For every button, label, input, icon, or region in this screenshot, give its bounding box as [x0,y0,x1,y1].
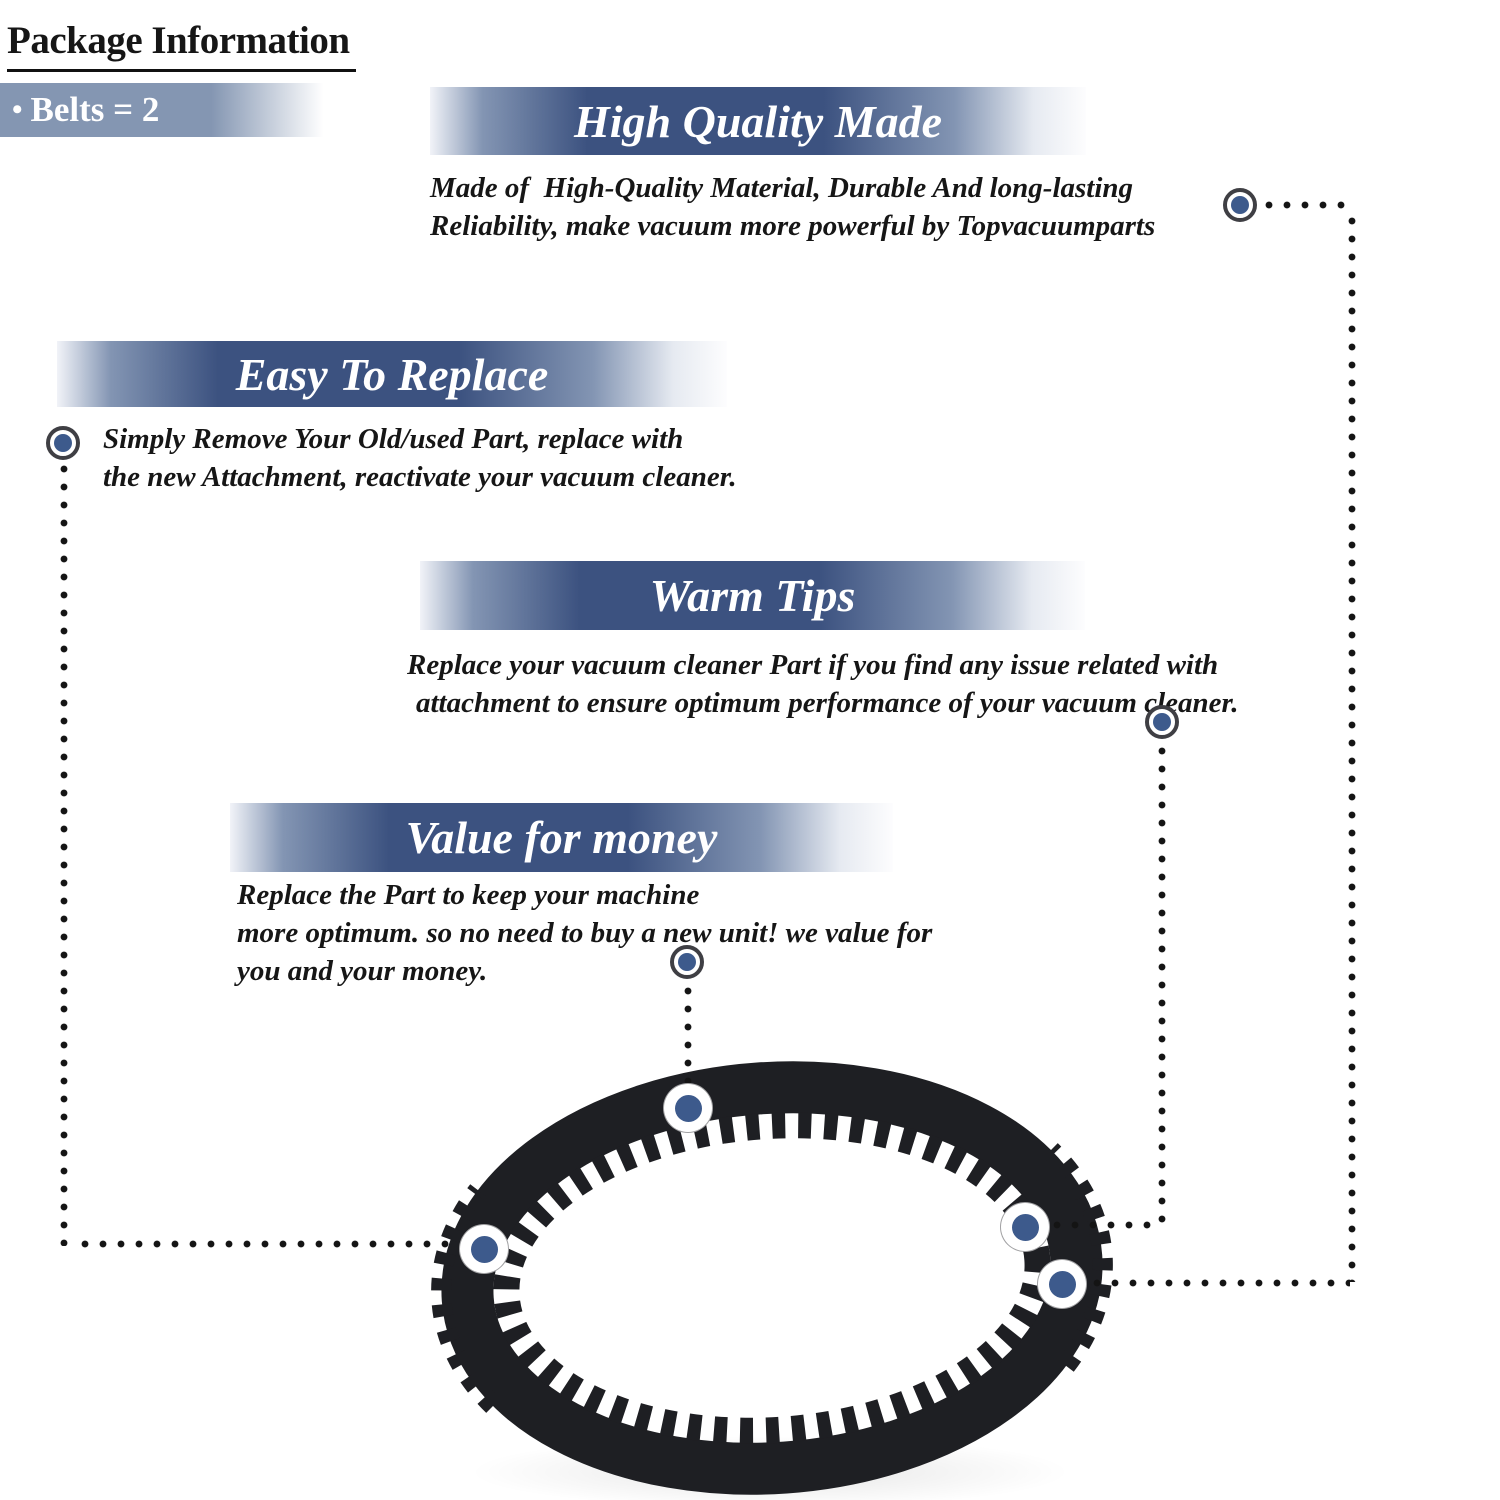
high-quality-heading: High Quality Made [573,95,943,147]
dotted-line-hq-horizontal-top [1260,201,1352,209]
easy-replace-banner: Easy To Replace [57,341,727,407]
warm-tips-callout-marker [1145,705,1179,739]
high-quality-banner: High Quality Made [430,87,1086,155]
dotted-line-easy-vertical [60,460,68,1246]
high-quality-text-line-1: Made of High-Quality Material, Durable A… [430,172,1134,204]
belt-marker-right-upper [1000,1202,1050,1252]
marker-core [1011,1213,1039,1241]
value-money-text-line-2: more optimum. so no need to buy a new un… [237,917,933,949]
belt-ring [431,1061,1113,1495]
dotted-line-easy-horizontal [76,1240,460,1248]
belts-count-label: Belts = 2 [30,90,160,129]
belt-marker-right-lower [1037,1259,1087,1309]
dotted-line-warm-horizontal [1048,1221,1160,1229]
warm-tips-text-line-1: Replace your vacuum cleaner Part if you … [407,649,1219,681]
marker-core [1231,196,1249,214]
easy-replace-text-line-2: the new Attachment, reactivate your vacu… [103,461,737,493]
value-money-callout-marker [670,945,704,979]
dotted-line-value-vertical [684,982,692,1086]
belts-count-banner: • Belts = 2 [0,83,330,137]
marker-core [1048,1270,1076,1298]
value-money-text-line-1: Replace the Part to keep your machine [237,879,700,911]
warm-tips-banner: Warm Tips [420,561,1085,630]
page-title: Package Information [7,18,356,72]
marker-core [470,1235,498,1263]
marker-core [674,1094,702,1122]
value-money-heading: Value for money [405,812,718,863]
belt-marker-top [663,1083,713,1133]
value-money-banner: Value for money [230,803,893,872]
easy-replace-text-line-1: Simply Remove Your Old/used Part, replac… [103,423,684,455]
value-money-text-line-3: you and your money. [237,955,488,987]
marker-core [678,953,696,971]
dotted-line-hq-horizontal-bottom [1088,1279,1350,1287]
bullet-icon: • [12,93,23,126]
marker-core [1153,713,1171,731]
dotted-line-warm-vertical [1158,742,1166,1228]
high-quality-callout-marker [1223,188,1257,222]
warm-tips-text-line-2: attachment to ensure optimum performance… [416,687,1239,719]
belt-marker-left [459,1224,509,1274]
warm-tips-heading: Warm Tips [649,570,856,621]
dotted-line-hq-vertical [1348,212,1356,1282]
easy-replace-callout-marker [46,426,80,460]
easy-replace-heading: Easy To Replace [235,348,549,400]
high-quality-text-line-2: Reliability, make vacuum more powerful b… [430,210,1156,242]
marker-core [54,434,72,452]
